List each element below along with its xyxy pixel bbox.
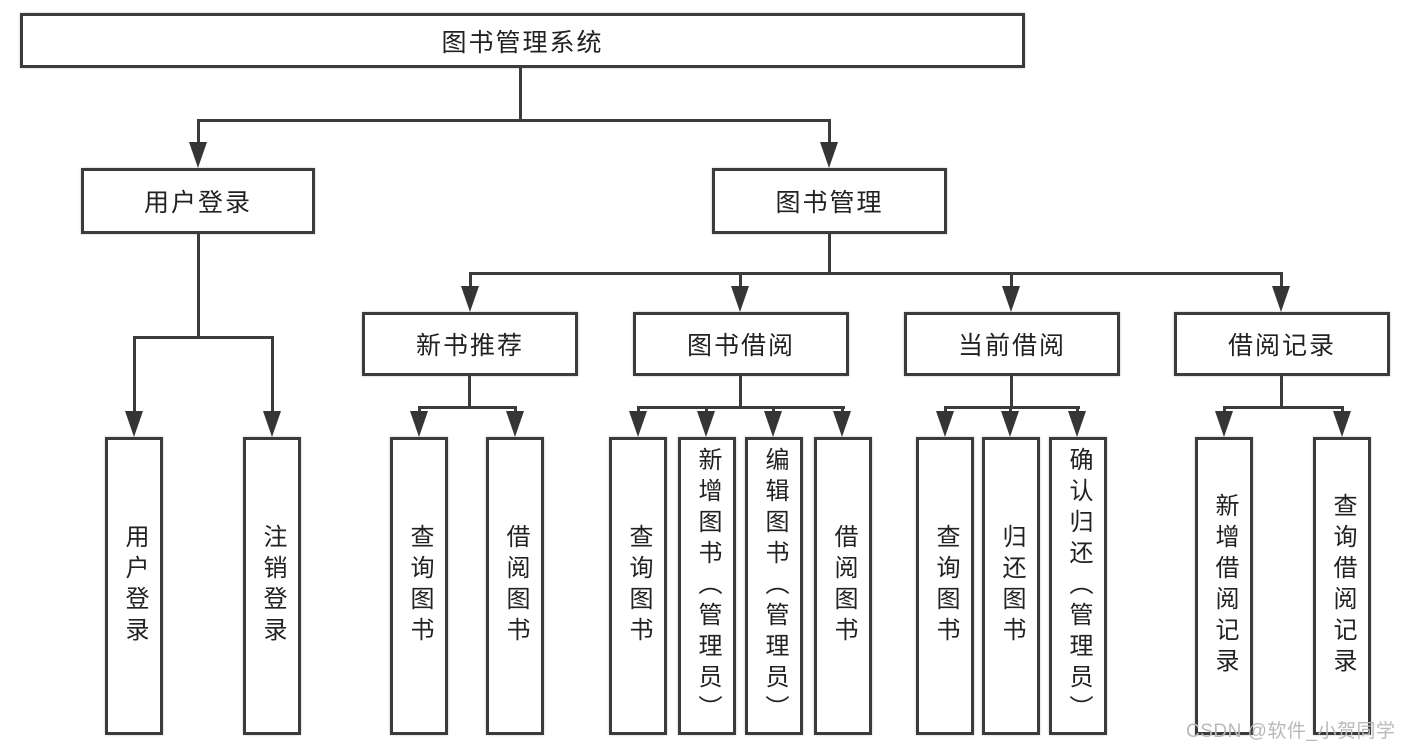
leaf-query-books-1: 查询图书 bbox=[390, 437, 448, 735]
connector-user-login-rail bbox=[133, 336, 273, 339]
arrow-down-icon bbox=[833, 411, 851, 437]
leaf-edit-books-admin-label: 编辑图书（管理员） bbox=[761, 446, 788, 726]
connector-module3-rail bbox=[1223, 406, 1344, 409]
node-new-book-recommend-label: 新书推荐 bbox=[415, 332, 524, 360]
leaf-user-login-label: 用户登录 bbox=[121, 524, 148, 648]
connector-drop-book-management bbox=[828, 119, 831, 153]
node-book-management-group-label: 图书管理 bbox=[775, 189, 884, 217]
connector-module0-rail bbox=[418, 406, 517, 409]
connector-book-management-stem bbox=[828, 234, 831, 275]
leaf-return-books: 归还图书 bbox=[982, 437, 1040, 735]
node-user-login-group: 用户登录 bbox=[81, 168, 315, 234]
arrow-down-icon bbox=[263, 411, 281, 437]
arrow-down-icon bbox=[1333, 411, 1351, 437]
connector-module1-stem bbox=[739, 376, 742, 409]
leaf-query-borrow-record-label: 查询借阅记录 bbox=[1329, 493, 1356, 679]
leaf-confirm-return-admin: 确认归还（管理员） bbox=[1049, 437, 1107, 735]
connector-module1-rail bbox=[637, 406, 845, 409]
arrow-down-icon bbox=[731, 286, 749, 312]
node-new-book-recommend: 新书推荐 bbox=[362, 312, 578, 376]
arrow-down-icon bbox=[1215, 411, 1233, 437]
node-book-management-group: 图书管理 bbox=[712, 168, 947, 234]
leaf-borrow-books-1: 借阅图书 bbox=[486, 437, 544, 735]
arrow-down-icon bbox=[506, 411, 524, 437]
leaf-add-borrow-record: 新增借阅记录 bbox=[1195, 437, 1253, 735]
connector-drop-user-login bbox=[197, 119, 200, 153]
arrow-down-icon bbox=[125, 411, 143, 437]
connector-user-login-stem bbox=[197, 234, 200, 339]
leaf-query-borrow-record: 查询借阅记录 bbox=[1313, 437, 1371, 735]
leaf-return-books-label: 归还图书 bbox=[998, 524, 1025, 648]
connector-drop-login-leaf bbox=[133, 336, 136, 422]
leaf-borrow-books-2-label: 借阅图书 bbox=[830, 524, 857, 648]
leaf-borrow-books-2: 借阅图书 bbox=[814, 437, 872, 735]
connector-drop-book-borrow bbox=[739, 272, 742, 296]
connector-drop-new-book bbox=[469, 272, 472, 296]
leaf-confirm-return-admin-label: 确认归还（管理员） bbox=[1065, 446, 1092, 726]
leaf-user-login: 用户登录 bbox=[105, 437, 163, 735]
connector-drop-borrow-records bbox=[1280, 272, 1283, 296]
leaf-query-books-3: 查询图书 bbox=[916, 437, 974, 735]
arrow-down-icon bbox=[410, 411, 428, 437]
leaf-query-books-3-label: 查询图书 bbox=[932, 524, 959, 648]
connector-root-stem bbox=[519, 68, 522, 120]
arrow-down-icon bbox=[189, 142, 207, 168]
leaf-add-books-admin-label: 新增图书（管理员） bbox=[694, 446, 721, 726]
node-borrow-records-label: 借阅记录 bbox=[1227, 332, 1336, 360]
arrow-down-icon bbox=[936, 411, 954, 437]
connector-root-rail bbox=[197, 119, 831, 122]
node-book-borrow-label: 图书借阅 bbox=[686, 332, 795, 360]
leaf-logout-label: 注销登录 bbox=[259, 524, 286, 648]
arrow-down-icon bbox=[820, 142, 838, 168]
node-book-borrow: 图书借阅 bbox=[633, 312, 849, 376]
arrow-down-icon bbox=[697, 411, 715, 437]
node-current-borrow-label: 当前借阅 bbox=[957, 332, 1066, 360]
leaf-logout: 注销登录 bbox=[243, 437, 301, 735]
arrow-down-icon bbox=[1272, 286, 1290, 312]
node-root: 图书管理系统 bbox=[20, 13, 1025, 68]
node-root-label: 图书管理系统 bbox=[441, 28, 604, 57]
arrow-down-icon bbox=[461, 286, 479, 312]
connector-module3-stem bbox=[1280, 376, 1283, 409]
connector-module2-stem bbox=[1010, 376, 1013, 409]
leaf-query-books-2: 查询图书 bbox=[609, 437, 667, 735]
leaf-add-books-admin: 新增图书（管理员） bbox=[678, 437, 736, 735]
connector-drop-current-borrow bbox=[1010, 272, 1013, 296]
leaf-add-borrow-record-label: 新增借阅记录 bbox=[1211, 493, 1238, 679]
node-borrow-records: 借阅记录 bbox=[1174, 312, 1390, 376]
connector-module2-rail bbox=[944, 406, 1080, 409]
leaf-query-books-2-label: 查询图书 bbox=[625, 524, 652, 648]
arrow-down-icon bbox=[1002, 286, 1020, 312]
leaf-query-books-1-label: 查询图书 bbox=[406, 524, 433, 648]
csdn-watermark: CSDN @软件_小贺同学 bbox=[1186, 721, 1396, 742]
arrow-down-icon bbox=[1068, 411, 1086, 437]
connector-book-management-rail bbox=[469, 272, 1283, 275]
leaf-edit-books-admin: 编辑图书（管理员） bbox=[745, 437, 803, 735]
connector-drop-logout-leaf bbox=[271, 336, 274, 422]
connector-module0-stem bbox=[468, 376, 471, 409]
arrow-down-icon bbox=[629, 411, 647, 437]
arrow-down-icon bbox=[764, 411, 782, 437]
node-current-borrow: 当前借阅 bbox=[904, 312, 1120, 376]
node-user-login-group-label: 用户登录 bbox=[143, 189, 252, 217]
arrow-down-icon bbox=[1001, 411, 1019, 437]
leaf-borrow-books-1-label: 借阅图书 bbox=[502, 524, 529, 648]
